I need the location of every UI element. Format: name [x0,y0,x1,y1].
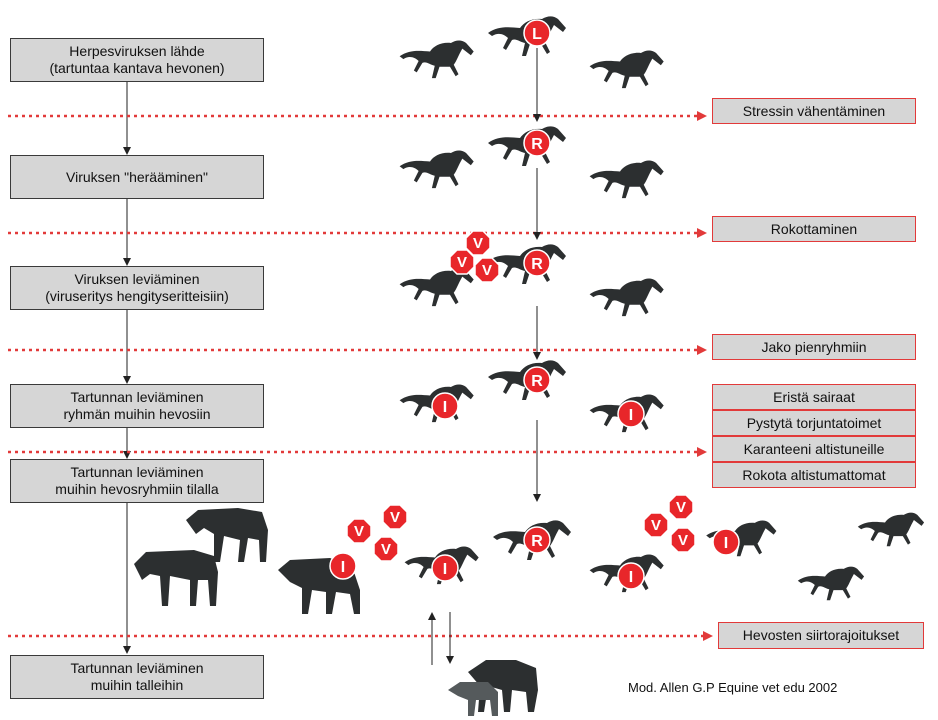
infected-badge: I [617,562,645,590]
svg-text:I: I [629,407,633,424]
measure-box: Pystytä torjuntatoimet [712,410,916,436]
stage-box: Herpesviruksen lähde(tartuntaa kantava h… [10,38,264,82]
infected-badge: I [712,528,740,556]
svg-text:R: R [531,256,543,273]
measure-label: Rokottaminen [770,220,858,237]
stage-label: (tartuntaa kantava hevonen) [49,60,225,76]
horse-icon [589,50,664,89]
svg-text:V: V [482,262,492,279]
reactivated-badge: R [523,129,551,157]
measure-label: Karanteeni altistuneille [743,440,885,457]
stage-box: Viruksen "herääminen" [10,155,264,199]
measure-box: Hevosten siirtorajoitukset [718,622,924,649]
svg-text:I: I [629,569,633,586]
virus-badge: V [474,257,500,283]
measure-label: Stressin vähentäminen [742,102,886,119]
stage-box: Viruksen leviäminen(viruseritys hengitys… [10,266,264,310]
measure-label: Hevosten siirtorajoitukset [742,627,900,643]
svg-text:V: V [676,499,686,516]
stage-label: Viruksen leviäminen [74,271,200,287]
standing-horses [134,508,538,716]
reactivated-badge: R [523,526,551,554]
infected-badge: I [431,554,459,582]
virus-badge: V [670,527,696,553]
svg-text:V: V [381,541,391,558]
stage-label: Viruksen "herääminen" [66,168,208,185]
measure-label: Eristä sairaat [773,388,855,405]
horse-icon [797,566,865,601]
virus-badge: V [449,249,475,275]
svg-text:I: I [341,559,345,576]
svg-text:I: I [443,561,447,578]
virus-badge: V [373,536,399,562]
reactivated-badge: R [523,249,551,277]
reactivated-badge: R [523,366,551,394]
measure-label: Pystytä torjuntatoimet [746,414,882,431]
svg-text:R: R [531,373,543,390]
measure-box: Stressin vähentäminen [712,98,916,124]
stage-label: Tartunnan leviäminen [70,464,204,480]
measure-label: Jako pienryhmiin [761,338,867,355]
svg-text:R: R [531,533,543,550]
svg-text:V: V [651,517,661,534]
svg-text:V: V [678,532,688,549]
measure-label: Rokota altistumattomat [742,466,886,483]
virus-badge: V [382,504,408,530]
virus-badge: V [465,230,491,256]
stage-label: Tartunnan leviäminen [70,389,204,405]
source-credit: Mod. Allen G.P Equine vet edu 2002 [628,680,838,695]
virus-badge: V [346,518,372,544]
measure-box: Jako pienryhmiin [712,334,916,360]
svg-text:L: L [532,26,542,43]
stage-label: muihin talleihin [90,677,184,693]
horse-icon [186,508,268,562]
svg-text:I: I [443,399,447,416]
stage-label: Herpesviruksen lähde [69,43,205,59]
svg-text:V: V [473,235,483,252]
infected-badge: I [617,400,645,428]
stage-label: Tartunnan leviäminen [70,660,204,676]
horse-icon [857,512,925,547]
svg-text:V: V [457,254,467,271]
measure-box: Rokottaminen [712,216,916,242]
virus-badge: V [668,494,694,520]
infected-badge: I [329,552,357,580]
svg-text:V: V [354,523,364,540]
horse-icon [589,278,664,317]
horse-icon [448,682,498,716]
measure-box: Karanteeni altistuneille [712,436,916,462]
horse-icon [399,150,474,189]
svg-text:V: V [390,509,400,526]
horse-icon [589,160,664,199]
latent-badge: L [523,19,551,47]
status-badges: L R R R R I I I I I I [329,19,740,590]
svg-text:R: R [531,136,543,153]
infected-badge: I [431,392,459,420]
stage-label: ryhmän muihin hevosiin [63,406,211,422]
measure-box: Eristä sairaat [712,384,916,410]
svg-text:I: I [724,535,728,552]
intervention-lines [8,111,713,641]
virus-badge: V [643,512,669,538]
virus-badges: V V V V V V V V V [346,230,696,562]
horse-icon [399,40,474,79]
stage-label: muihin hevosryhmiin tilalla [55,481,219,497]
horse-flow-arrows [428,48,541,665]
stage-label: (viruseritys hengityseritteisiin) [45,288,229,304]
horse-icon [134,550,218,606]
measure-box: Rokota altistumattomat [712,462,916,488]
